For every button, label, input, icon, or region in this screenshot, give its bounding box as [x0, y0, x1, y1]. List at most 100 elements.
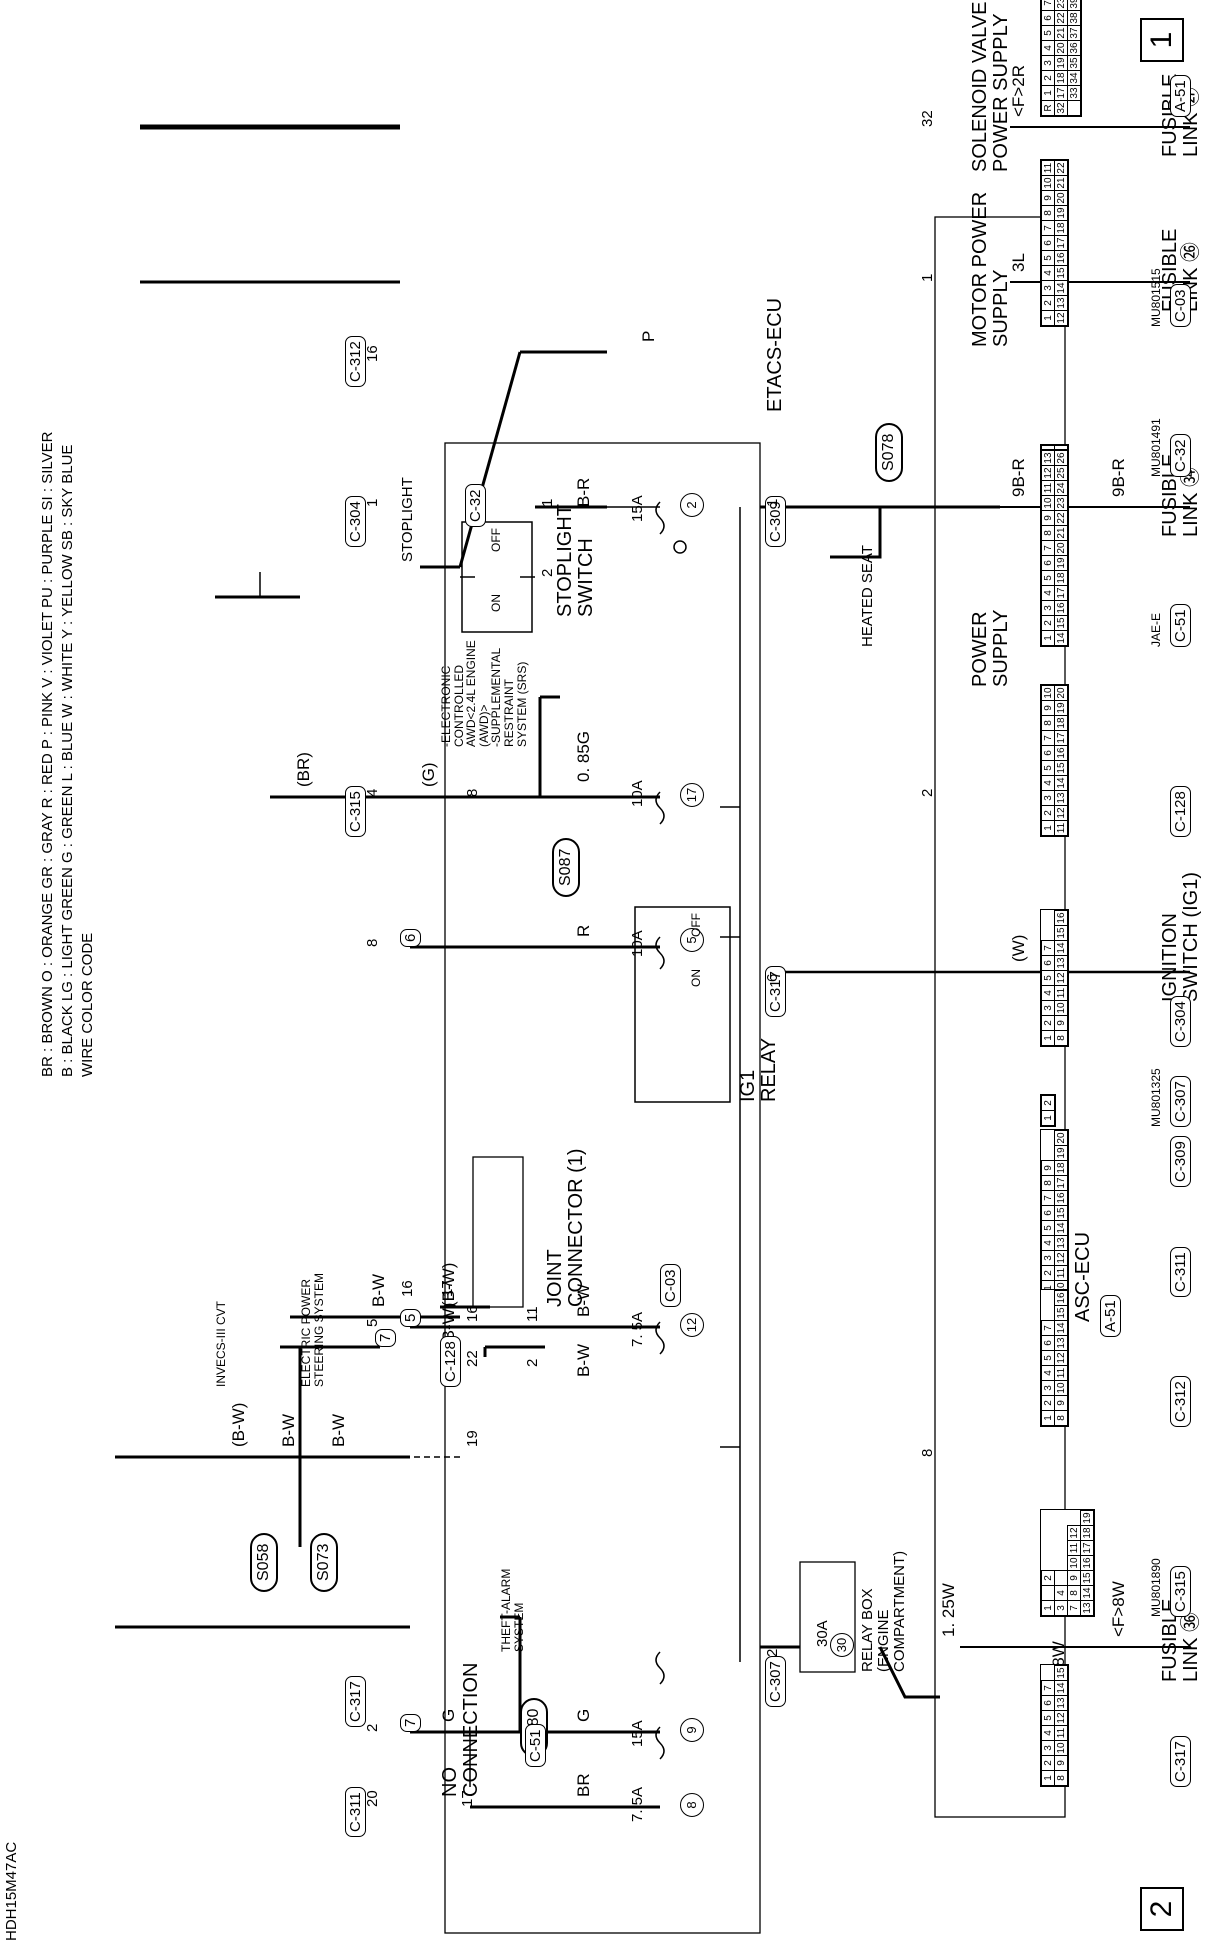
connector-pin: 19 [1054, 555, 1068, 571]
connector-pin: 20 [1054, 1130, 1068, 1146]
connector-pin: 12 [1054, 970, 1068, 986]
connector-pin: 15 [1054, 1665, 1068, 1681]
pin-4-c315: 4 [364, 788, 381, 797]
connector-pin: 10 [1041, 495, 1055, 511]
connector-pin: 14 [1054, 1680, 1068, 1696]
ref-c307: C-307 [765, 1656, 786, 1707]
ref-c51: C-51 [525, 1724, 546, 1767]
connector-pin: 8 [1054, 1770, 1068, 1786]
connector-pin: 14 [1054, 940, 1068, 956]
connector-pin: 18 [1054, 570, 1068, 586]
connector-pin: 14 [1054, 1220, 1068, 1236]
connector-diagram-label: C-309 [1170, 1136, 1191, 1187]
connector-pin: 3 [1041, 55, 1055, 71]
connector-pin: 5 [1041, 1350, 1055, 1366]
connector-pin: 18 [1054, 1160, 1068, 1176]
ref-c304: C-304 [345, 496, 366, 547]
ref-c317-bot: C-317 [345, 1676, 366, 1727]
page-edge-left: 1 [1140, 18, 1184, 62]
connector-pin [1054, 1570, 1068, 1586]
connector-diagram-label: C-32 [1170, 434, 1191, 477]
connector-pin: 15 [1054, 1305, 1068, 1321]
connector-pin: 3 [1041, 790, 1055, 806]
pin-a1: 1 [919, 273, 936, 282]
connector-pin: 39 [1067, 0, 1081, 11]
connector-pin: 2 [1041, 70, 1055, 86]
connector-pin: 5 [1041, 1220, 1055, 1236]
pin-j11: 11 [524, 1306, 541, 1322]
splice-s078: S078 [875, 422, 903, 482]
connector-pin: 2 [1041, 1265, 1055, 1281]
wire-label-f8w-top: <F>8W [1109, 1581, 1128, 1637]
connector-pin: 19 [1054, 55, 1068, 71]
dest-eps: ELECTRIC POWER STEERING SYSTEM [299, 1272, 326, 1387]
connector-pin: 36 [1067, 40, 1081, 56]
pin-a32: 32 [919, 110, 936, 127]
connector-pin: 2 [1041, 805, 1055, 821]
connector-pin: 15 [1054, 1205, 1068, 1221]
connector-pin: 12 [1054, 1350, 1068, 1366]
connector-pin: 7 [1041, 940, 1055, 956]
connector-pin: 7 [1067, 1600, 1081, 1616]
connector-pin: 35 [1067, 55, 1081, 71]
connector-pin: 38 [1067, 10, 1081, 26]
connector-pin: 5 [1041, 250, 1055, 266]
drawing-code: HDH15M47AC [3, 1841, 20, 1941]
pin-j17: 17 [439, 1280, 456, 1297]
connector-pin: 18 [1054, 220, 1068, 236]
connector-diagram-label: C-128 [1170, 786, 1191, 837]
pin-16-c312: 16 [364, 345, 381, 362]
wire-label-p: P [639, 330, 658, 342]
pin-2-c307: 2 [764, 1648, 781, 1657]
connector-pin: 7 [1041, 1190, 1055, 1206]
connector-pin: 7 [1041, 220, 1055, 236]
connector-pin: 12 [1041, 465, 1055, 481]
connector-pin: 6 [1041, 745, 1055, 761]
connector-pin: 4 [1041, 985, 1055, 1001]
connector-pin: 8 [1054, 1030, 1068, 1046]
connector-pin: 3 [1041, 1000, 1055, 1016]
connector-pin: 12 [1054, 1250, 1068, 1266]
connector-pin: 16 [1054, 250, 1068, 266]
ref-c315: C-315 [345, 786, 366, 837]
connector-pin: 8 [1041, 715, 1055, 731]
ground-ref-7a: 7 [375, 1328, 396, 1347]
etacs-ecu-outline [444, 442, 761, 1934]
connector-pin: 12 [1067, 1525, 1081, 1541]
wire-label-g-paren: (G) [419, 762, 438, 787]
connector-diagram-label: A-51 [1170, 75, 1191, 117]
wire-label-bw-2: B-W [574, 1343, 593, 1377]
connector-pin: 10 [1041, 175, 1055, 191]
wire-label-f2r: <F>2R [1009, 65, 1028, 117]
fuse-5-rating: 10A [629, 930, 646, 957]
connector-pin: 17 [1054, 730, 1068, 746]
wire-label-bw-eps: B-W [279, 1413, 298, 1447]
connector-diagram-part: JAE-E [1149, 612, 1163, 647]
fuse-30-rating: 30A [814, 1620, 831, 1647]
wire-label-bw-19: B-W [329, 1413, 348, 1447]
connector-pin: 13 [1041, 450, 1055, 466]
connector-pin: 9 [1041, 1160, 1055, 1176]
connector-pin: 11 [1041, 480, 1055, 496]
connector-pin: 11 [1054, 985, 1068, 1001]
splice-s058: S058 [250, 1532, 278, 1592]
no-connection-label: NO CONNECTION [439, 1662, 482, 1797]
connector-pin: 17 [1054, 85, 1068, 101]
power-supply: POWER SUPPLY [969, 609, 1012, 687]
ref-c311: C-311 [345, 1787, 366, 1837]
connector-pin: 8 [1054, 1410, 1068, 1426]
connector-pin: 9 [1054, 1755, 1068, 1771]
connector-diagram-label: C-312 [1170, 1376, 1191, 1427]
connector-pin: 19 [1054, 700, 1068, 716]
fuse-2-rating: 15A [629, 495, 646, 522]
connector-pin: 6 [1041, 1695, 1055, 1711]
wire-label-br-stop: B-R [574, 477, 593, 507]
connector-pin: 2 [1041, 1755, 1055, 1771]
connector-pin: 16 [1054, 1290, 1068, 1306]
